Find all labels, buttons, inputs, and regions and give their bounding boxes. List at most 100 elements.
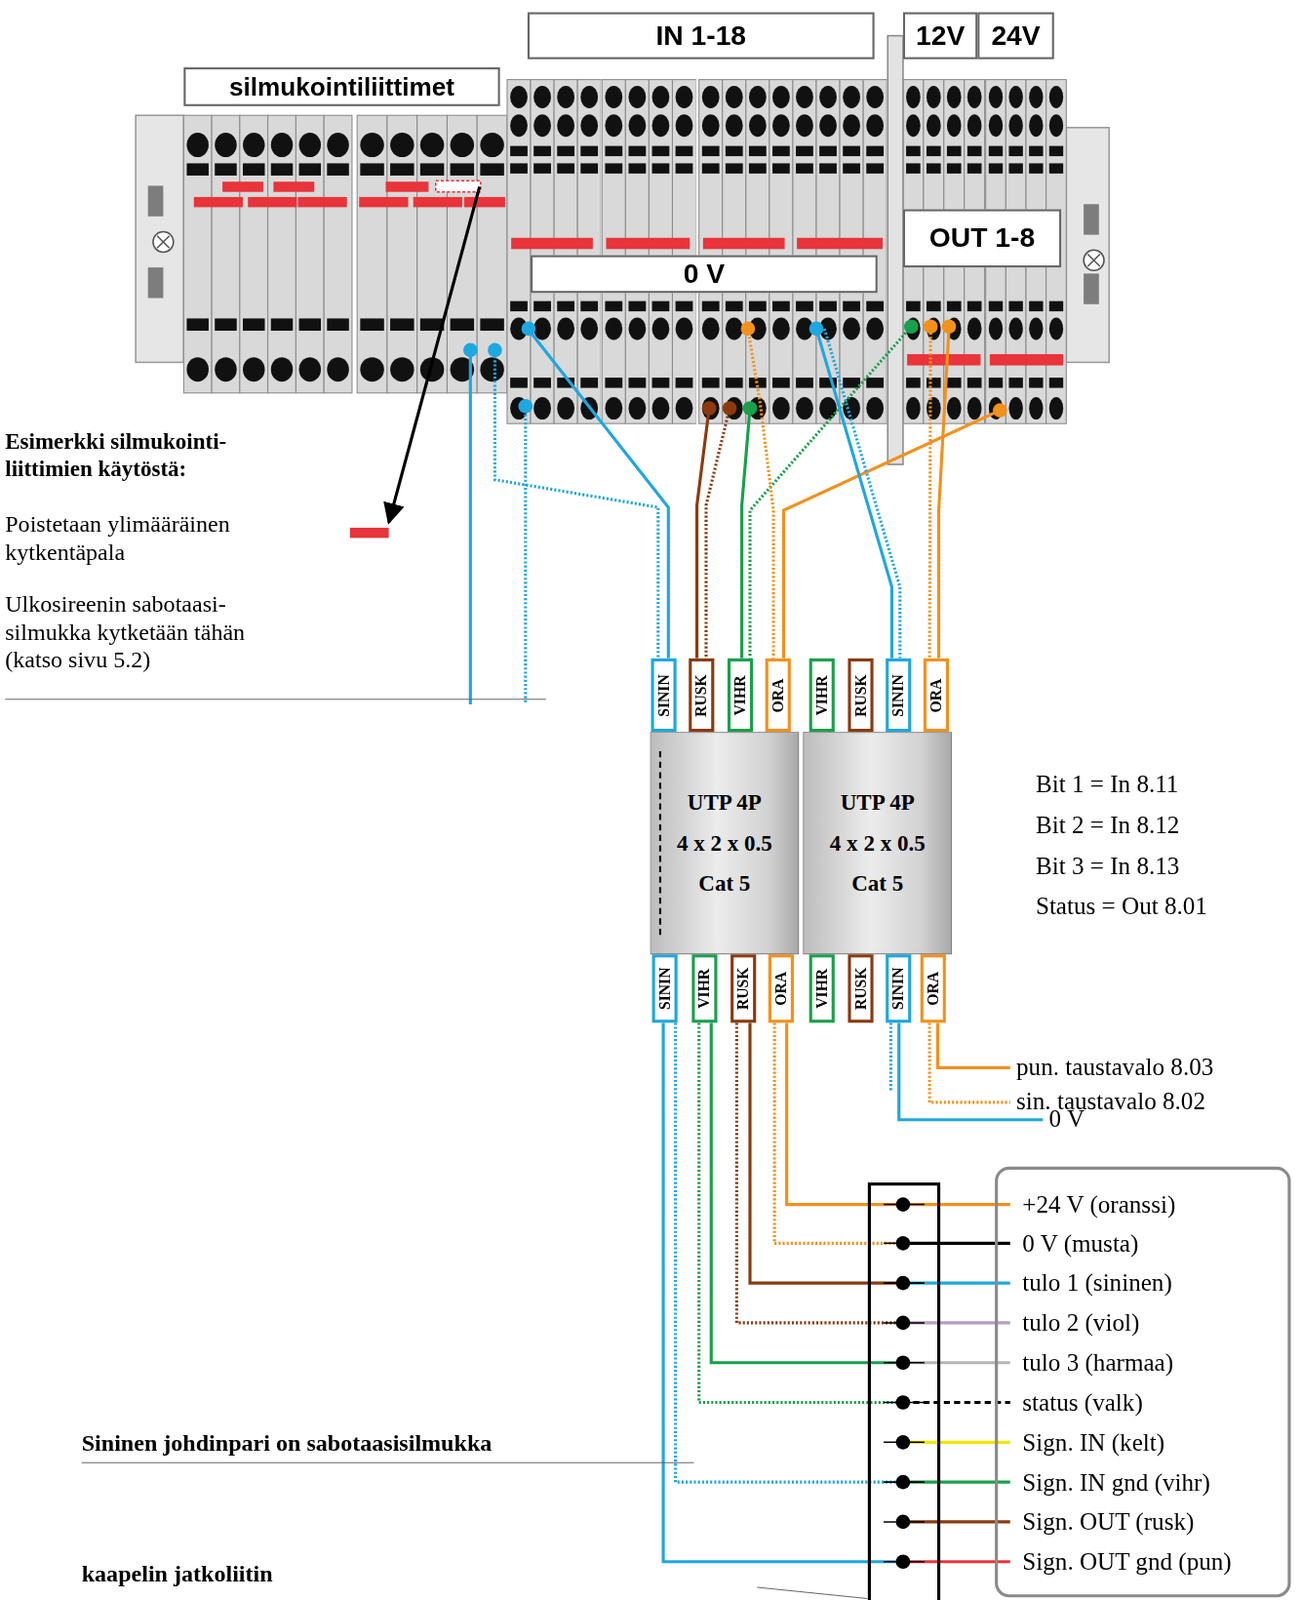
terminal-hole xyxy=(819,114,837,137)
wire-color-tag: SININ xyxy=(651,658,677,732)
wire-color-tag: SININ xyxy=(885,658,911,732)
terminal-slot xyxy=(580,146,598,157)
terminal-hole xyxy=(510,85,528,109)
terminal-slot xyxy=(479,317,504,331)
box-label: UTP 4P xyxy=(687,781,762,823)
terminal-hole xyxy=(795,396,814,420)
wire-end xyxy=(702,400,717,416)
terminal-hole xyxy=(604,396,623,420)
terminal xyxy=(553,79,578,425)
terminal-slot xyxy=(652,146,671,157)
bridge-bar xyxy=(222,181,264,192)
terminal-hole xyxy=(556,316,575,340)
wire xyxy=(742,407,750,658)
terminal-hole xyxy=(580,316,598,340)
end-plate xyxy=(1065,127,1109,363)
terminal-hole xyxy=(725,316,744,340)
terminal-slot xyxy=(326,317,349,331)
terminal-hole xyxy=(749,114,767,137)
leader-line xyxy=(756,1586,868,1599)
wire xyxy=(929,1022,1011,1103)
end-plate-slot xyxy=(148,185,164,216)
splice-contact xyxy=(896,1354,911,1370)
terminal-slot xyxy=(988,146,1003,157)
pin-name: tulo 3 (harmaa) xyxy=(1020,1347,1176,1377)
terminal-hole xyxy=(946,114,962,137)
module-gap xyxy=(696,79,698,425)
terminal-slot xyxy=(479,162,504,176)
terminal xyxy=(356,115,388,394)
label-box: 0 V xyxy=(530,255,878,294)
terminal xyxy=(699,79,723,425)
wire-color-tag: VIHR xyxy=(809,953,835,1023)
terminal-slot xyxy=(326,162,349,176)
terminal-slot xyxy=(390,317,414,331)
terminal-slot xyxy=(580,377,598,388)
box-label: UTP 4P xyxy=(840,781,915,823)
terminal xyxy=(722,79,747,425)
bridge-bar xyxy=(703,237,786,250)
wire-color-tag: VIHR xyxy=(691,953,717,1023)
terminal-slot xyxy=(675,377,694,388)
terminal-hole xyxy=(1049,114,1064,137)
terminal-slot xyxy=(186,162,208,176)
terminal-slot xyxy=(967,377,983,388)
label-box: silmukointiliittimet xyxy=(183,67,500,107)
terminal-slot xyxy=(510,301,528,312)
terminal-hole xyxy=(533,316,552,340)
terminal-slot xyxy=(967,162,983,173)
wire-color-tag: RUSK xyxy=(730,953,756,1023)
bridge-bar xyxy=(298,197,348,207)
leader-arrow xyxy=(389,186,480,522)
bridge-bar xyxy=(413,197,463,207)
wire-color-name: ORA xyxy=(927,677,946,712)
pin-name: Sign. OUT (rusk) xyxy=(1020,1506,1196,1536)
terminal-hole xyxy=(988,114,1003,137)
terminal-hole xyxy=(967,316,983,340)
wire xyxy=(710,1022,904,1362)
wire-end xyxy=(521,321,537,337)
splice-contact xyxy=(896,1434,911,1450)
wire xyxy=(748,328,774,659)
terminal-hole xyxy=(556,85,575,109)
terminal-slot xyxy=(866,301,884,312)
terminal-slot xyxy=(842,162,861,173)
splice-contact xyxy=(896,1514,911,1530)
terminal-hole xyxy=(926,85,942,109)
terminal xyxy=(507,79,531,425)
terminal-hole xyxy=(906,85,921,109)
terminal-hole xyxy=(652,396,671,420)
bridge-bar xyxy=(273,181,315,192)
terminal-hole xyxy=(967,114,983,137)
terminal-slot xyxy=(749,146,767,157)
terminal xyxy=(769,79,793,425)
terminal-hole xyxy=(675,85,694,109)
terminal-slot xyxy=(926,146,942,157)
box-label: Cat 5 xyxy=(851,863,904,905)
terminal-hole xyxy=(533,114,552,137)
fixing-screw-cross xyxy=(157,236,170,249)
terminal-hole xyxy=(628,316,646,340)
terminal-slot xyxy=(299,317,321,331)
terminal-slot xyxy=(795,146,814,157)
terminal-hole xyxy=(604,114,623,137)
terminal-hole xyxy=(479,132,504,158)
wire xyxy=(816,328,892,659)
note: Poistetaan ylimääräinen kytkentäpala xyxy=(4,510,312,567)
terminal xyxy=(601,79,626,425)
box-label: 0 V xyxy=(683,258,725,290)
terminal-hole xyxy=(271,356,293,382)
terminal-hole xyxy=(186,356,208,382)
wire-end xyxy=(463,343,478,358)
underline xyxy=(81,1461,695,1463)
label-box: OUT 1-8 xyxy=(903,208,1062,268)
terminal-slot xyxy=(450,317,474,331)
terminal xyxy=(387,115,418,394)
wire-end xyxy=(487,343,503,358)
terminal-slot xyxy=(1049,146,1064,157)
terminal-slot xyxy=(1028,162,1043,173)
terminal xyxy=(839,79,864,425)
terminal-hole xyxy=(967,85,983,109)
